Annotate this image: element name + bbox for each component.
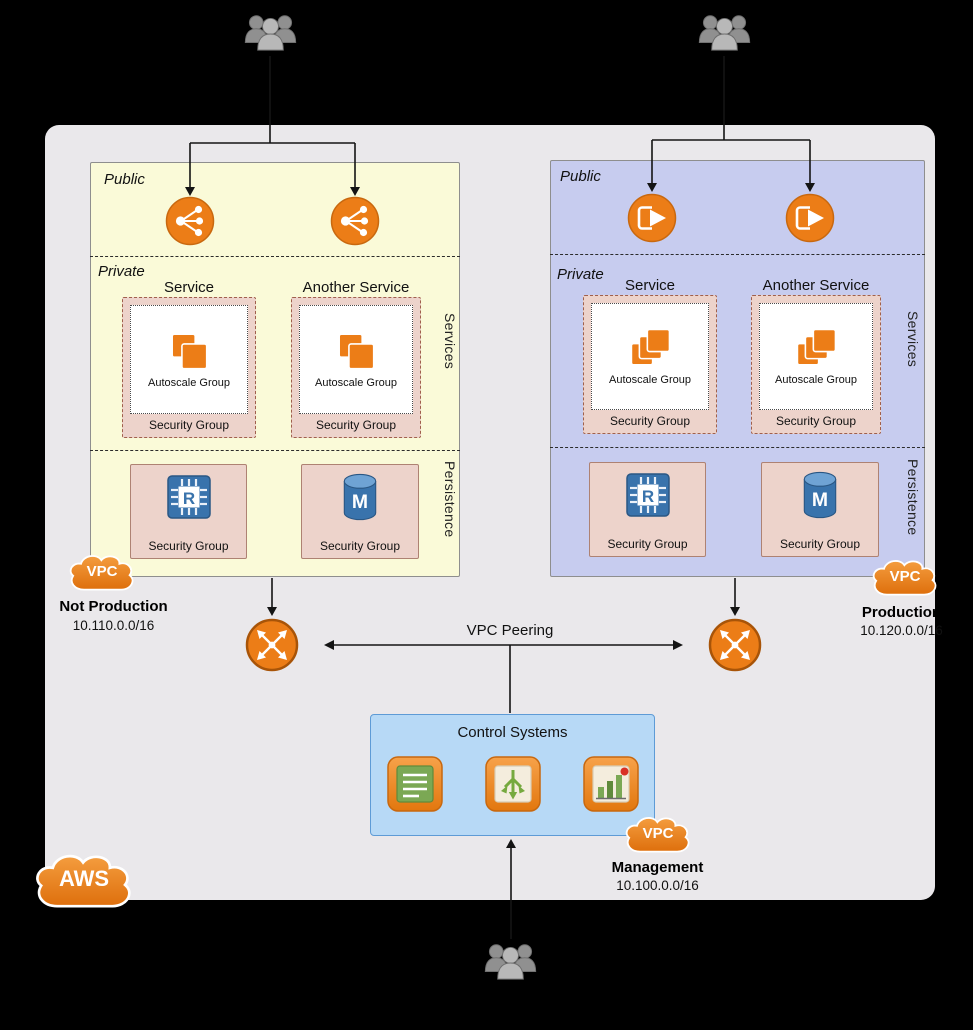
services-section-label: Services xyxy=(905,311,921,368)
autoscale-group-icon xyxy=(333,328,379,374)
service-title: Service xyxy=(163,279,215,296)
config-list-icon xyxy=(386,755,444,813)
vpc-cidr: 10.120.0.0/16 xyxy=(860,623,943,638)
services-section-label: Services xyxy=(442,313,458,370)
security-group-label: Security Group xyxy=(779,537,861,551)
services-persistence-divider xyxy=(550,447,925,448)
security-group-box: Autoscale Group Security Group xyxy=(751,295,881,434)
vpc-cloud-label: VPC xyxy=(889,567,921,585)
security-group-box: Security Group xyxy=(301,464,419,559)
autoscale-group-label: Autoscale Group xyxy=(315,377,397,390)
security-group-box: Security Group xyxy=(589,462,706,557)
vpc-cloud-label: VPC xyxy=(642,824,674,842)
deployment-pipeline-icon xyxy=(484,755,542,813)
security-group-label: Security Group xyxy=(148,539,229,553)
security-group-box: Security Group xyxy=(761,462,879,557)
public-label: Public xyxy=(560,168,601,185)
security-group-label: Security Group xyxy=(607,537,688,551)
control-systems-box: Control Systems xyxy=(370,714,655,836)
autoscale-group-icon xyxy=(793,325,839,371)
services-persistence-divider xyxy=(90,450,460,451)
security-group-box: Autoscale Group Security Group xyxy=(583,295,717,434)
load-balancer-icon xyxy=(785,193,835,243)
security-group-label: Security Group xyxy=(609,414,691,428)
security-group-box: Security Group xyxy=(130,464,247,559)
persistence-section-label: Persistence xyxy=(905,459,921,536)
vpc-cloud-icon: VPC xyxy=(869,556,941,602)
autoscale-group-box: Autoscale Group xyxy=(591,303,709,410)
private-label: Private xyxy=(557,266,604,283)
vpc-peering-label: VPC Peering xyxy=(466,622,554,639)
security-group-label: Security Group xyxy=(148,418,230,432)
database-icon xyxy=(796,471,844,519)
vpc-cidr: 10.110.0.0/16 xyxy=(72,618,155,633)
monitoring-chart-icon xyxy=(582,755,640,813)
autoscale-group-label: Autoscale Group xyxy=(775,374,857,387)
private-label: Private xyxy=(98,263,145,280)
aws-cloud-icon: AWS xyxy=(30,850,138,916)
users-icon xyxy=(696,12,753,56)
security-group-box: Autoscale Group Security Group xyxy=(122,297,256,438)
autoscale-group-box: Autoscale Group xyxy=(299,305,413,414)
service-title: Another Service xyxy=(302,279,410,296)
autoscale-group-icon xyxy=(627,325,673,371)
public-private-divider xyxy=(550,254,925,255)
security-group-label: Security Group xyxy=(775,414,857,428)
vpc-router-icon xyxy=(245,618,299,672)
security-group-label: Security Group xyxy=(315,418,397,432)
vpc-cloud-label: VPC xyxy=(86,562,118,580)
service-title: Service xyxy=(624,277,676,294)
autoscale-group-box: Autoscale Group xyxy=(130,305,248,414)
autoscale-group-icon xyxy=(166,328,212,374)
vpc-name: Not Production xyxy=(59,598,168,615)
load-balancer-icon xyxy=(330,196,380,246)
vpc-cloud-icon: VPC xyxy=(622,813,694,859)
elasticache-redis-icon xyxy=(165,473,213,521)
control-systems-title: Control Systems xyxy=(457,724,568,741)
load-balancer-icon xyxy=(627,193,677,243)
security-group-label: Security Group xyxy=(319,539,401,553)
users-icon xyxy=(242,12,299,56)
users-icon xyxy=(482,941,539,985)
elasticache-redis-icon xyxy=(624,471,672,519)
autoscale-group-label: Autoscale Group xyxy=(609,374,691,387)
persistence-section-label: Persistence xyxy=(442,461,458,538)
public-private-divider xyxy=(90,256,460,257)
load-balancer-icon xyxy=(165,196,215,246)
autoscale-group-box: Autoscale Group xyxy=(759,303,873,410)
vpc-router-icon xyxy=(708,618,762,672)
vpc-cloud-icon: VPC xyxy=(66,551,138,597)
control-icons-row xyxy=(371,755,654,813)
vpc-name: Production xyxy=(861,604,942,621)
vpc-cidr: 10.100.0.0/16 xyxy=(616,878,699,893)
autoscale-group-label: Autoscale Group xyxy=(148,377,230,390)
public-label: Public xyxy=(104,171,145,188)
database-icon xyxy=(336,473,384,521)
vpc-name: Management xyxy=(611,859,704,876)
security-group-box: Autoscale Group Security Group xyxy=(291,297,421,438)
aws-cloud-label: AWS xyxy=(58,866,110,891)
service-title: Another Service xyxy=(762,277,870,294)
